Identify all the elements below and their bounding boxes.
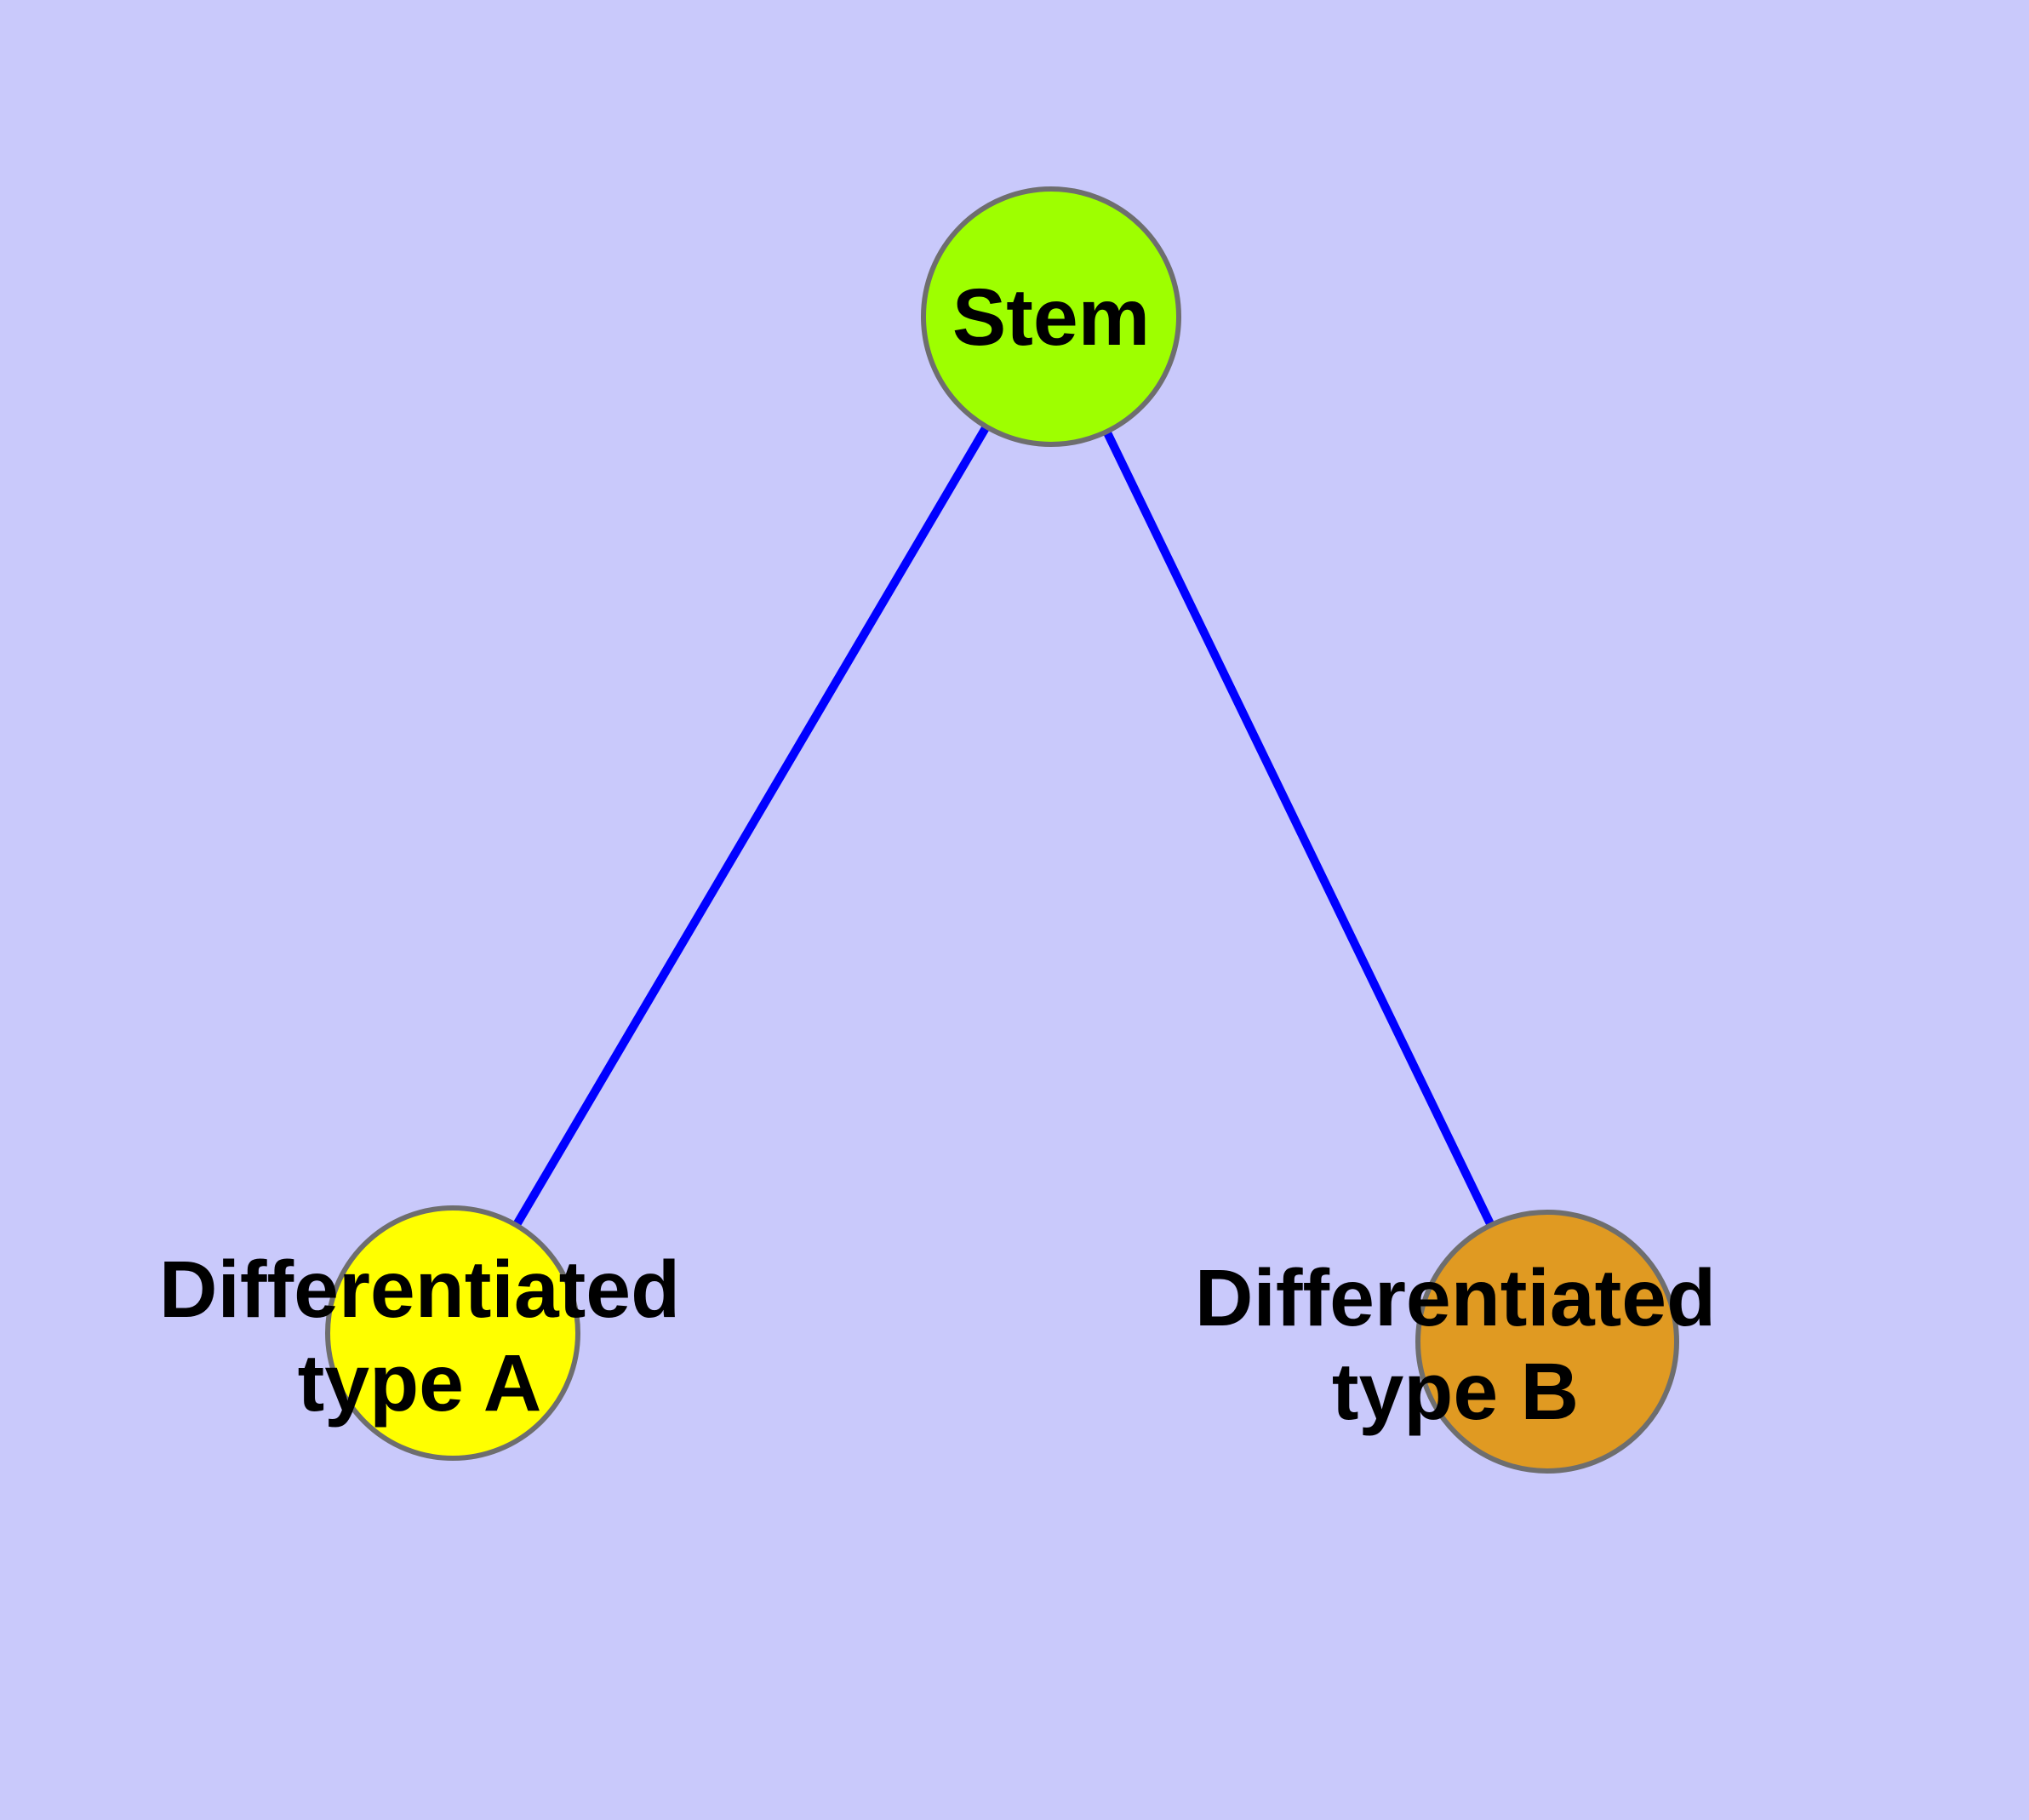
node-stem[interactable] bbox=[921, 186, 1181, 447]
edge-stem-to-a[interactable] bbox=[449, 314, 1055, 1336]
node-label-line: Differentiated bbox=[1195, 1253, 1716, 1343]
node-label-line: type B bbox=[1332, 1347, 1579, 1437]
edges-layer bbox=[449, 314, 1552, 1344]
node-label-line: type A bbox=[298, 1338, 542, 1428]
node-label-line: Stem bbox=[952, 272, 1150, 363]
nodes-layer bbox=[325, 186, 1679, 1474]
edge-stem-to-b[interactable] bbox=[1047, 314, 1552, 1344]
node-label-stem: Stem bbox=[952, 272, 1150, 363]
node-diff-a[interactable] bbox=[325, 1205, 580, 1461]
node-label-line: Differentiated bbox=[159, 1245, 680, 1335]
node-diff-b[interactable] bbox=[1415, 1210, 1679, 1474]
